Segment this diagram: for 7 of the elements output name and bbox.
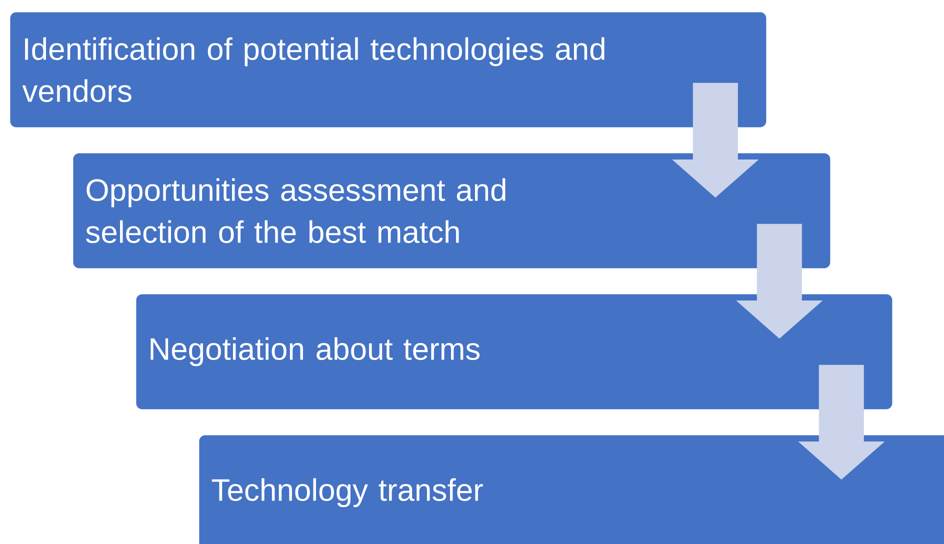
process-box: Identification of potential technologies and vendors	[10, 12, 766, 128]
process-box: Opportunities assessment and selection of the best match	[73, 153, 830, 268]
process-box: Technology transfer	[199, 435, 944, 544]
arrow	[798, 364, 885, 480]
process-box: Negotiation about terms	[136, 294, 892, 410]
arrow	[672, 82, 759, 198]
arrow	[736, 224, 823, 339]
